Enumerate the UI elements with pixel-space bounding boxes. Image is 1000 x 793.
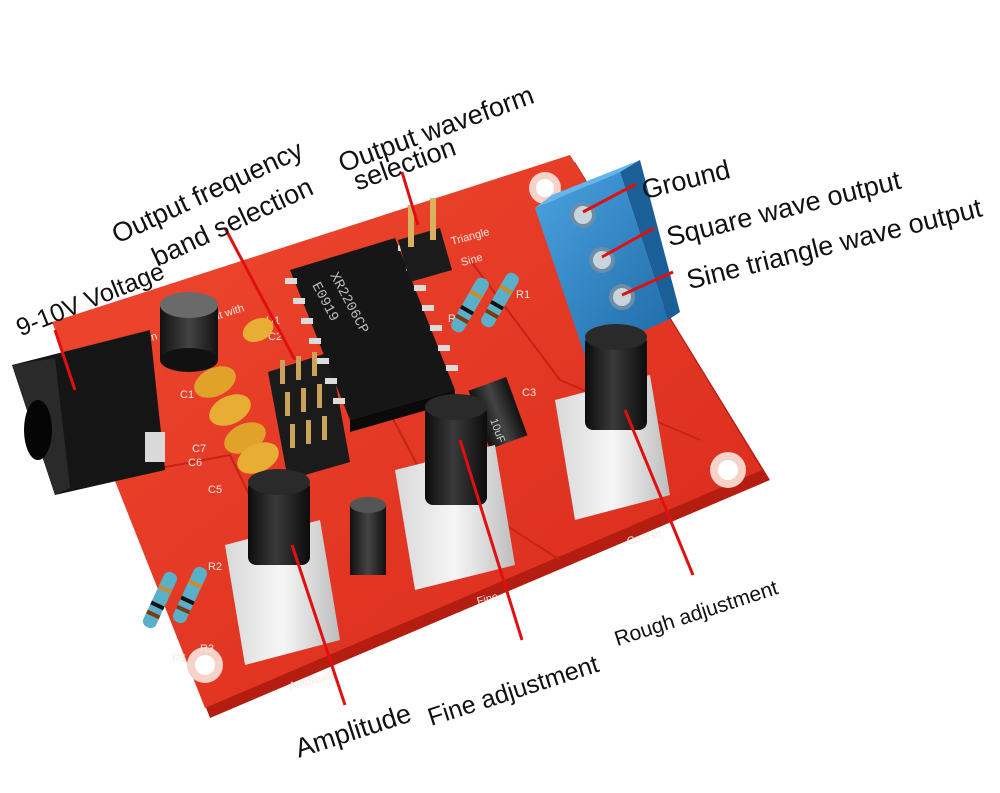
band-selection-pointer xyxy=(223,227,297,361)
xr2206-ic-chip: XR2206CP E0919 xyxy=(285,238,458,432)
rough-pointer xyxy=(623,409,695,576)
resistors xyxy=(142,272,519,629)
silk-ref-c3: C3 xyxy=(522,387,536,399)
silk-ref-r1: R1 xyxy=(516,289,530,301)
voltage-pointer xyxy=(53,329,77,391)
terminal-block xyxy=(535,160,680,356)
silk-ref-r2: R2 xyxy=(208,561,222,573)
pointer-lines xyxy=(53,171,695,706)
amplitude-potentiometer xyxy=(225,469,340,665)
silk-ref-r3: R3 xyxy=(200,643,214,655)
fine-pointer xyxy=(458,439,524,641)
silk-ref-c6: C6 xyxy=(188,457,202,469)
electrolytic-capacitor xyxy=(160,292,218,372)
mounting-hole xyxy=(710,452,746,488)
silk-ref-c1: C1 xyxy=(180,389,194,401)
mounting-hole xyxy=(187,647,223,683)
ceramic-capacitors xyxy=(194,317,279,474)
screw-sine-triangle-output xyxy=(609,284,635,310)
silk-ref-c5: C5 xyxy=(208,484,222,496)
ground-pointer xyxy=(582,182,637,214)
coarse-potentiometer xyxy=(555,324,670,520)
electrolytic-capacitor-small xyxy=(350,497,386,575)
silk-ref-c7: C7 xyxy=(192,443,206,455)
waveform-selection-pointer xyxy=(400,171,420,226)
amplitude-pointer xyxy=(290,544,347,706)
silk-ref-r5: R5 xyxy=(172,653,186,665)
square-output-pointer xyxy=(601,226,655,259)
sine-triangle-output-pointer xyxy=(621,270,674,297)
silk-sine: Sine xyxy=(460,252,484,269)
dc-power-jack xyxy=(12,330,165,495)
silk-fine: Fine xyxy=(476,591,500,608)
waveform-selection-header xyxy=(398,198,452,282)
silk-ref-c2: C2 xyxy=(268,331,282,343)
